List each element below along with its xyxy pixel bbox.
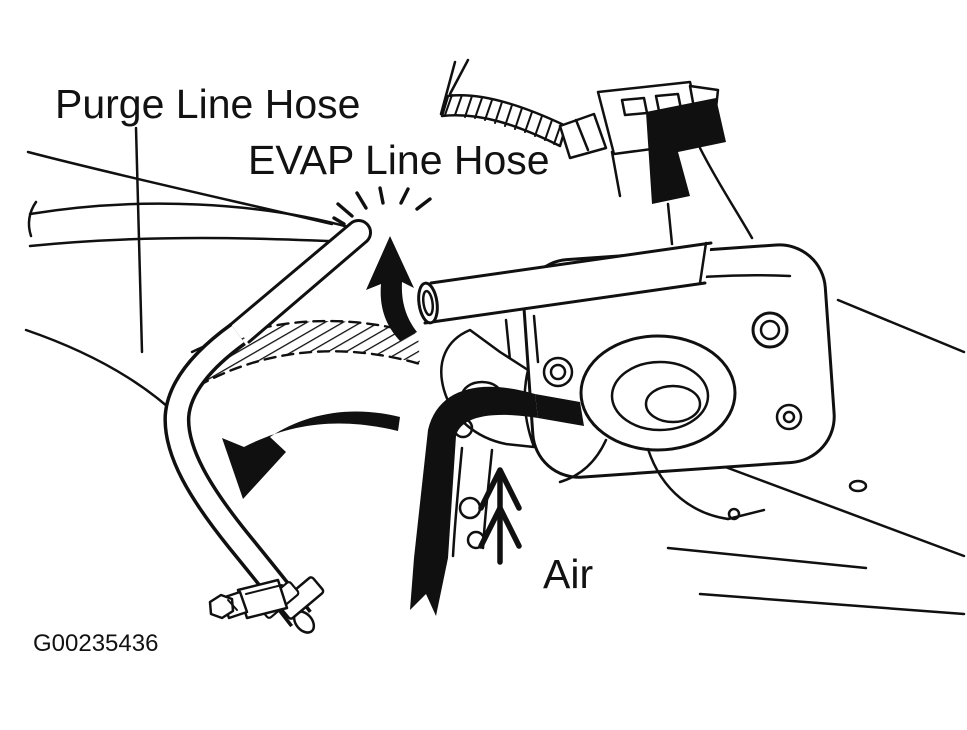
port-lower-right [775,403,803,431]
flow-arrows [222,236,417,499]
evap-line-tube [417,241,713,325]
figure-code-label: G00235436 [33,630,159,657]
arrow-up [366,236,417,341]
evap-line-hose-label: EVAP Line Hose [248,137,550,183]
air-arrow [478,467,522,565]
valve-body [417,241,836,521]
disconnect-sparks [332,186,432,226]
air-inlet [451,446,522,565]
arrow-down-left [222,411,400,499]
hose-clamp [208,576,325,620]
bracket-black-plate [646,98,726,204]
port-upper-right [751,311,789,349]
air-label: Air [543,551,594,597]
corrugated-hose [439,58,608,160]
black-inlet-hose [410,386,584,616]
background-contour-lines [24,126,966,616]
port-left [542,356,574,388]
purge-line-hose-label: Purge Line Hose [55,81,361,127]
purge-hose-tip [228,219,372,344]
mounting-bracket [596,80,754,246]
